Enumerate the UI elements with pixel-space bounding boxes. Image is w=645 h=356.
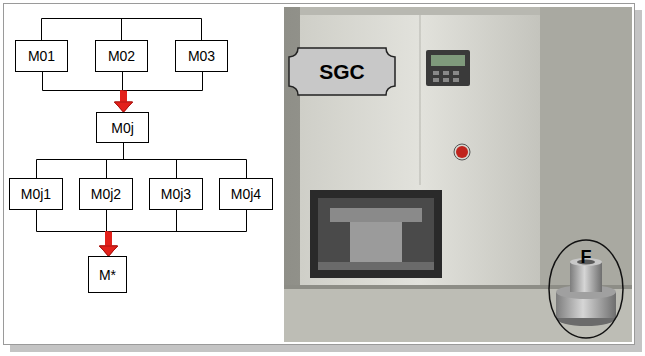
arrow-shaft	[120, 91, 127, 104]
flow-connector	[37, 210, 118, 256]
box-label: M0j3	[161, 186, 191, 202]
process-box: M*	[88, 256, 127, 293]
callout-ellipse: F	[548, 239, 624, 339]
connector-line	[124, 143, 247, 178]
arrow-head	[115, 102, 133, 112]
flow-connector	[124, 143, 177, 178]
connector-line	[109, 210, 247, 232]
arrow-shaft	[120, 91, 127, 104]
bracket-line	[42, 19, 202, 41]
flow-connector	[115, 72, 203, 112]
box-label: M02	[108, 48, 135, 64]
connector-line	[107, 143, 124, 178]
connector-line	[107, 210, 109, 232]
flow-connector	[115, 72, 133, 112]
arrow-shaft	[105, 232, 112, 248]
arrow-shaft	[105, 232, 112, 248]
box-label: M0j1	[21, 186, 51, 202]
box-label: M0j	[111, 120, 134, 136]
flow-connector	[43, 72, 133, 112]
process-box: M0j	[96, 112, 149, 143]
process-box: M0j4	[219, 178, 273, 210]
box-label: M0j4	[231, 186, 261, 202]
label-plaque: SGC	[288, 47, 396, 96]
arrow-head	[115, 102, 133, 112]
connector-line	[123, 72, 124, 91]
flow-connector	[37, 143, 124, 178]
process-box: M01	[15, 40, 68, 72]
box-label: M01	[28, 48, 55, 64]
arrow-shaft	[105, 232, 112, 248]
arrow-shaft	[120, 91, 127, 104]
process-box: M03	[175, 40, 228, 72]
flow-connector	[100, 210, 177, 256]
arrow-head	[100, 246, 118, 256]
process-box: M0j3	[149, 178, 203, 210]
flow-connector	[124, 143, 247, 178]
callout-letter: F	[581, 249, 592, 265]
arrow-head	[100, 246, 118, 256]
connector-line	[124, 143, 177, 178]
callout-ellipse-shape	[549, 240, 623, 338]
arrow-head	[100, 246, 118, 256]
callout-letter: SGC	[319, 64, 365, 80]
process-box: M0j2	[79, 178, 133, 210]
connector-line	[43, 72, 124, 91]
flow-connector	[100, 210, 118, 256]
connector-line	[109, 210, 177, 232]
box-label: M0j2	[91, 186, 121, 202]
flow-connector	[107, 143, 124, 178]
process-box: M02	[95, 40, 148, 72]
arrow-shaft	[105, 232, 112, 248]
plaque-shape	[289, 48, 395, 95]
connector-line	[37, 143, 124, 178]
connector-line	[37, 210, 109, 232]
process-box: M0j1	[9, 178, 63, 210]
connector-line	[124, 72, 203, 91]
machine-photo	[284, 7, 632, 342]
box-label: M03	[188, 48, 215, 64]
arrow-head	[115, 102, 133, 112]
flow-connector	[100, 210, 247, 256]
box-label: M*	[99, 267, 116, 283]
arrow-head	[100, 246, 118, 256]
